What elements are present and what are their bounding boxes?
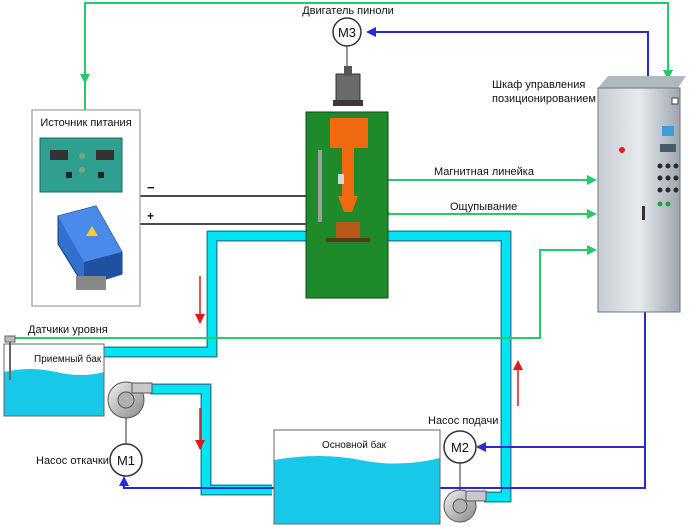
plus-label: + xyxy=(147,209,154,223)
machine xyxy=(305,66,389,299)
magnetic-ruler-label: Магнитная линейка xyxy=(434,166,535,178)
motor-m3-label: M3 xyxy=(338,25,356,40)
main-tank-frame xyxy=(273,429,441,525)
motor-spindle-label: Двигатель пиноли xyxy=(302,5,394,17)
motor-m2-label: M2 xyxy=(451,440,469,455)
main-tank xyxy=(273,429,441,525)
power-wires xyxy=(140,195,320,225)
pipe-pump-out xyxy=(150,383,272,496)
receiving-tank xyxy=(3,335,105,417)
main-tank-label: Основной бак xyxy=(322,439,387,451)
cabinet-label-line2: позиционированием xyxy=(492,93,596,105)
power-source-label: Источник питания xyxy=(40,117,131,129)
receiving-tank-label: Приемный бак xyxy=(34,353,102,365)
cabinet-label-line1: Шкаф управления xyxy=(492,79,585,91)
m3-motor-body xyxy=(335,73,361,105)
pump-out xyxy=(107,381,153,444)
control-cabinet xyxy=(597,76,686,313)
motor-m1 xyxy=(109,443,143,477)
pump-out-label: Насос откачки xyxy=(36,455,109,467)
flow-arrows xyxy=(195,276,523,450)
cabinet-body xyxy=(597,87,681,313)
motor-m2 xyxy=(443,430,477,464)
motor-m1-label: M1 xyxy=(117,453,135,468)
workpiece xyxy=(336,222,360,238)
power-source xyxy=(31,109,141,307)
receiving-tank-frame xyxy=(3,343,105,417)
pump-feed xyxy=(443,462,487,523)
power-unit-front xyxy=(39,137,123,193)
level-sensors-label: Датчики уровня xyxy=(28,324,108,336)
spindle-head xyxy=(330,118,368,148)
pump-feed-label: Насос подачи xyxy=(428,415,498,427)
minus-label: − xyxy=(147,180,155,195)
probing-label: Ощупывание xyxy=(450,201,517,213)
cabinet-screen xyxy=(662,126,674,136)
